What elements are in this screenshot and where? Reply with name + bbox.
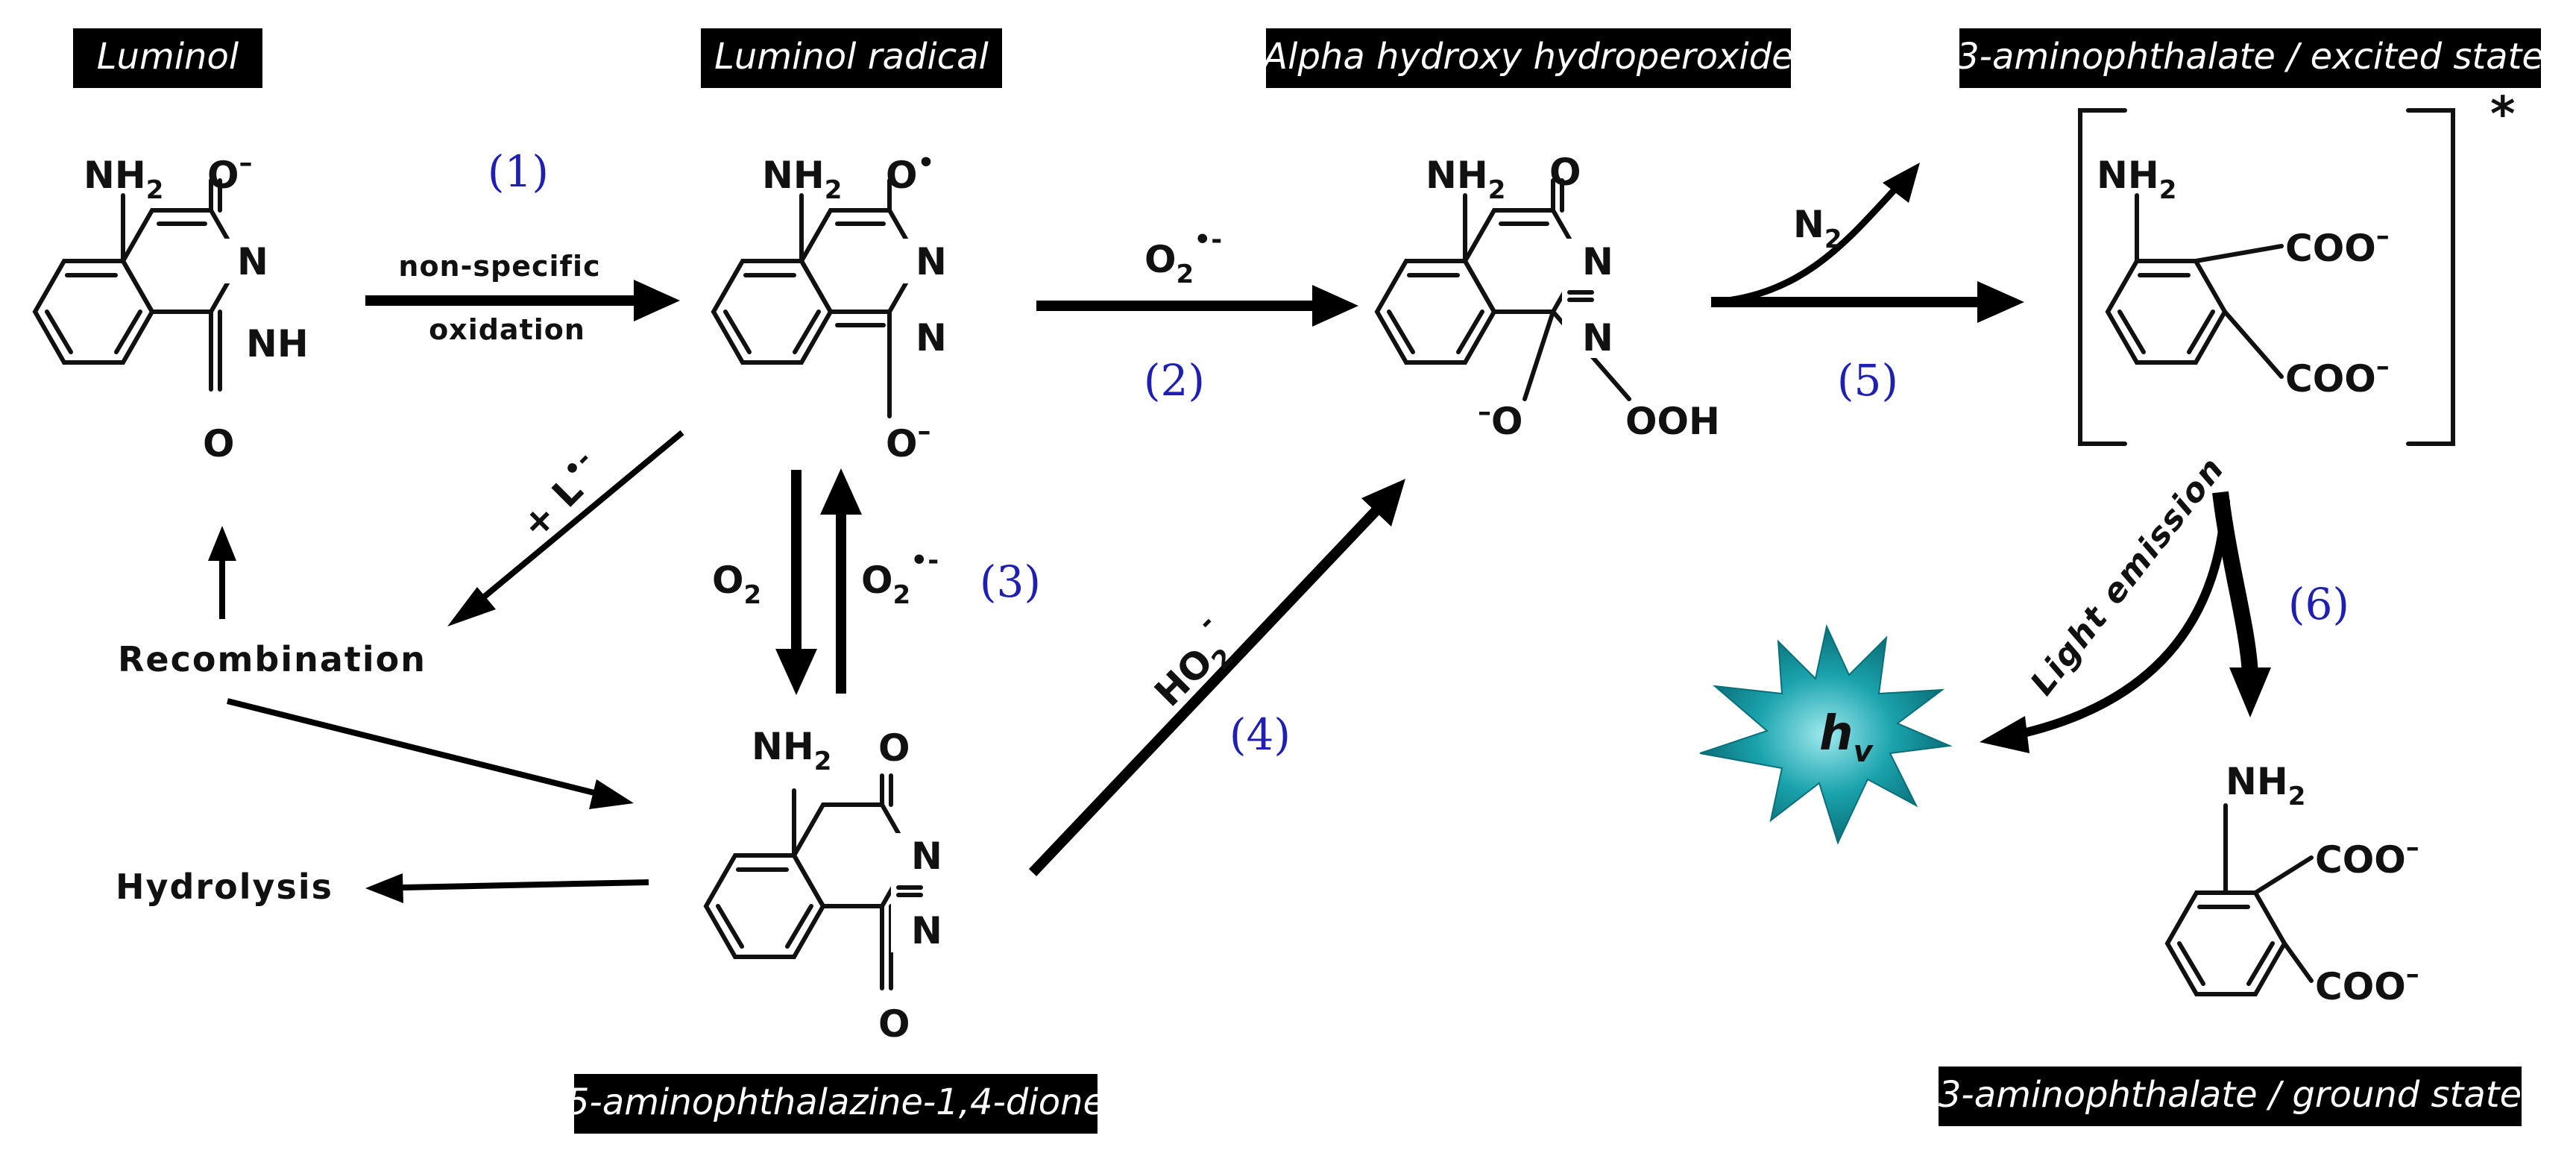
step-6: (6) — [2288, 579, 2349, 629]
molecule-luminol: NH2 O– N NH O — [32, 148, 309, 465]
peroxide-nh2: NH2 — [1426, 154, 1505, 205]
peroxide-n-2: N — [1582, 316, 1613, 359]
ground-nh2: NH2 — [2226, 760, 2305, 811]
arrow-step-1 — [365, 280, 680, 321]
excited-coo-1: COO– — [2285, 221, 2390, 270]
luminol-nh2: NH2 — [84, 154, 163, 205]
text-superoxide-3: O2•- — [861, 545, 939, 610]
label-luminol-radical: Luminol radical — [701, 28, 1002, 88]
arrow-step-4 — [1028, 479, 1405, 876]
dione-nh2: NH2 — [752, 725, 831, 776]
radical-n-2: N — [916, 316, 947, 359]
ground-coo-2: COO– — [2315, 959, 2419, 1008]
excited-coo-2: COO– — [2285, 351, 2390, 400]
luminol-nh: NH — [246, 322, 309, 365]
excited-nh2: NH2 — [2097, 154, 2176, 205]
step-3: (3) — [980, 556, 1041, 607]
luminol-o: O — [203, 422, 235, 465]
excited-star-mark: * — [2490, 87, 2515, 142]
text-oxidation: oxidation — [429, 313, 585, 346]
step-2: (2) — [1144, 355, 1205, 406]
arrow-dione-to-hydrolysis — [365, 873, 649, 903]
text-n2: N2 — [1793, 203, 1842, 254]
step-4: (4) — [1229, 709, 1291, 760]
peroxide-o-minus: –O — [1478, 397, 1523, 443]
dione-o-top: O — [878, 726, 910, 770]
ground-coo-1: COO– — [2315, 832, 2419, 882]
arrow-radical-to-recombination — [447, 430, 684, 626]
label-ground-state: 3-aminophthalate / ground state — [1939, 1067, 2522, 1126]
svg-text:5-aminophthalazine-1,4-dione: 5-aminophthalazine-1,4-dione — [567, 1081, 1105, 1123]
text-light-emission: Light emission — [2023, 450, 2232, 703]
arrow-step-5 — [1711, 281, 2024, 323]
svg-text:Luminol radical: Luminol radical — [714, 36, 989, 78]
arrow-step-3-down — [775, 470, 817, 695]
text-hydrolysis: Hydrolysis — [116, 867, 333, 907]
arrow-step-3-up — [820, 468, 862, 694]
svg-text:Luminol: Luminol — [97, 36, 239, 78]
dione-o-bottom: O — [878, 1002, 910, 1046]
molecule-alpha-hydroxy-hydroperoxide: NH2 O N N –O OOH — [1374, 151, 1720, 443]
molecule-dione: NH2 O N N O — [703, 725, 951, 1046]
luminol-benzene-ring — [32, 259, 155, 365]
radical-nh2: NH2 — [762, 154, 842, 205]
peroxide-ooh: OOH — [1625, 400, 1720, 443]
molecule-aminophthalate-ground: NH2 COO– COO– — [2164, 760, 2419, 1008]
photon-label: hv — [1819, 706, 1874, 769]
svg-text:Alpha hydroxy hydroperoxide: Alpha hydroxy hydroperoxide — [1261, 36, 1793, 78]
arrow-step-6 — [2212, 491, 2271, 717]
peroxide-n-1: N — [1582, 240, 1613, 283]
photon-star: hv — [1699, 623, 1953, 845]
radical-o-minus: O– — [886, 416, 931, 465]
svg-text:3-aminophthalate / ground stat: 3-aminophthalate / ground state — [1939, 1074, 2522, 1116]
arrow-step-2 — [1036, 285, 1358, 327]
arrow-recombination-to-dione — [227, 698, 634, 809]
text-non-specific: non-specific — [398, 250, 600, 283]
label-dione: 5-aminophthalazine-1,4-dione — [567, 1074, 1105, 1134]
arrow-light-emission — [1980, 499, 2230, 753]
text-recombination: Recombination — [118, 639, 426, 679]
bracket-right — [2406, 108, 2455, 446]
molecule-aminophthalate-excited: NH2 COO– COO– * — [2078, 87, 2515, 446]
label-luminol: Luminol — [73, 28, 262, 88]
dione-n-1: N — [911, 835, 942, 878]
radical-n-1: N — [916, 240, 947, 283]
luminol-n: N — [237, 240, 268, 283]
luminol-o-minus: O– — [207, 148, 253, 197]
step-1: (1) — [488, 146, 549, 197]
molecule-luminol-radical: NH2 O• N N O– — [711, 148, 958, 465]
svg-text:3-aminophthalate / excited sta: 3-aminophthalate / excited state — [1956, 36, 2544, 78]
text-superoxide-2: O2•- — [1144, 224, 1222, 289]
bracket-left — [2078, 108, 2127, 446]
arrow-recombination-to-luminol — [208, 526, 236, 619]
arrow-n2-release — [1714, 163, 1920, 306]
label-alpha-hydroxy-hydroperoxide: Alpha hydroxy hydroperoxide — [1261, 28, 1794, 88]
radical-o-dot: O• — [886, 148, 935, 197]
peroxide-o: O — [1549, 151, 1581, 194]
dione-n-2: N — [911, 909, 942, 952]
text-oxygen: O2 — [712, 559, 761, 610]
label-excited-state: 3-aminophthalate / excited state — [1956, 28, 2544, 88]
step-5: (5) — [1837, 355, 1898, 406]
